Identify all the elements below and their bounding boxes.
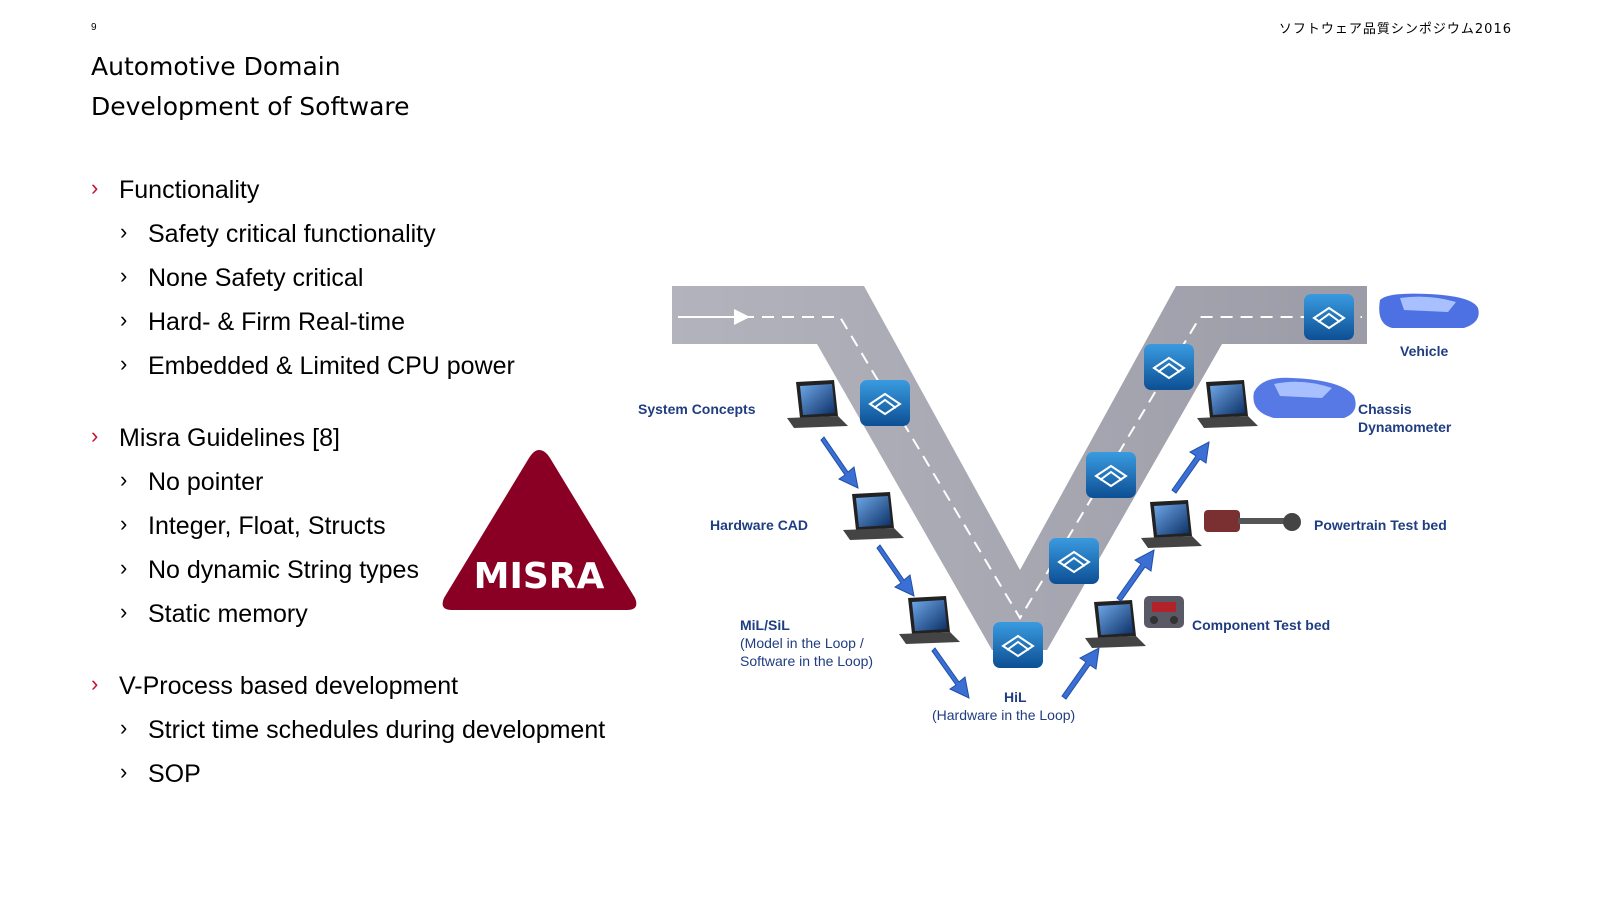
bullet-text: SOP xyxy=(148,760,201,788)
checkpoint-icon xyxy=(1304,294,1354,340)
label-mil-sil: MiL/SiL xyxy=(740,617,790,633)
chevron-right-icon: › xyxy=(120,467,128,492)
arrow-down-icon xyxy=(931,647,970,699)
label-dynamometer: Dynamometer xyxy=(1358,419,1452,435)
road-centre-line xyxy=(682,316,1362,620)
chevron-right-icon: › xyxy=(120,555,128,580)
label-hardware-cad: Hardware CAD xyxy=(710,517,809,533)
misra-logo-text: MISRA xyxy=(474,556,605,597)
powertrain-icon xyxy=(1204,510,1301,532)
bullet-section-functionality: › Functionality › Safety critical function… xyxy=(91,175,651,381)
laptop-icon xyxy=(899,596,960,644)
chassis-car-icon xyxy=(1253,377,1356,418)
chevron-right-icon: › xyxy=(91,671,99,696)
laptop-icon xyxy=(1141,500,1202,548)
chevron-right-icon: › xyxy=(120,219,128,244)
bullet-text: No pointer xyxy=(148,468,264,496)
bullet-level2: › SOP xyxy=(91,759,651,789)
chevron-right-icon: › xyxy=(120,599,128,624)
arrow-down-icon xyxy=(820,436,859,489)
chevron-right-icon: › xyxy=(120,351,128,376)
vehicle-car-icon xyxy=(1379,293,1479,328)
bullet-text: Integer, Float, Structs xyxy=(148,512,386,540)
bullet-level2: › Safety critical functionality xyxy=(91,219,651,249)
bullet-text: Embedded & Limited CPU power xyxy=(148,352,515,380)
bullet-level1: › V-Process based development xyxy=(91,671,651,701)
bullet-section-vprocess: › V-Process based development › Strict tim… xyxy=(91,671,651,789)
bullet-level2: › Integer, Float, Structs xyxy=(91,511,651,541)
bullet-level2: › None Safety critical xyxy=(91,263,651,293)
v-road xyxy=(672,286,1367,650)
bullet-section-misra: › Misra Guidelines [8] › No pointer › Integ… xyxy=(91,423,651,629)
bullet-text: Misra Guidelines [8] xyxy=(119,424,340,452)
bullet-text: V-Process based development xyxy=(119,672,459,700)
label-mil-sil-desc1: (Model in the Loop / xyxy=(740,635,864,651)
flow-arrows xyxy=(820,436,1210,700)
bullet-level2: › Embedded & Limited CPU power xyxy=(91,351,651,381)
checkpoint-icon xyxy=(860,380,910,426)
label-component-testbed: Component Test bed xyxy=(1192,617,1331,633)
v-road-graphic xyxy=(672,286,1479,700)
chevron-right-icon: › xyxy=(120,511,128,536)
bullet-text: Strict time schedules during development xyxy=(148,716,606,744)
chevron-right-icon: › xyxy=(120,715,128,740)
checkpoint-icon xyxy=(1086,452,1136,498)
bullet-level2: › No dynamic String types xyxy=(91,555,651,585)
label-powertrain-testbed: Powertrain Test bed xyxy=(1314,517,1447,533)
label-chassis: Chassis xyxy=(1358,401,1412,417)
laptop-icon xyxy=(843,492,904,540)
chevron-right-icon: › xyxy=(120,307,128,332)
arrow-up-icon xyxy=(1116,549,1155,602)
slide-title: Automotive Domain xyxy=(91,52,341,81)
label-mil-sil-desc2: Software in the Loop) xyxy=(740,653,874,669)
bullet-level2: › Strict time schedules during developmen… xyxy=(91,715,651,745)
engine-icon xyxy=(1144,596,1184,628)
bullet-text: Safety critical functionality xyxy=(148,220,436,248)
chevron-right-icon: › xyxy=(91,423,99,448)
checkpoint-icon xyxy=(1144,344,1194,390)
misra-triangle xyxy=(442,450,637,610)
chevron-right-icon: › xyxy=(91,175,99,200)
bullet-text: Functionality xyxy=(119,176,260,204)
bullet-level2: › No pointer xyxy=(91,467,651,497)
bullet-text: No dynamic String types xyxy=(148,556,419,584)
chevron-right-icon: › xyxy=(120,759,128,784)
bullet-level1: › Misra Guidelines [8] xyxy=(91,423,651,453)
checkpoint-icon xyxy=(1049,538,1099,584)
arrow-up-icon xyxy=(1171,441,1210,494)
label-system-concepts: System Concepts xyxy=(638,401,756,417)
v-process-diagram: System Concepts Hardware CAD MiL/SiL (Mo… xyxy=(638,280,1532,750)
bullet-text: None Safety critical xyxy=(148,264,364,292)
chevron-right-icon: › xyxy=(120,263,128,288)
laptop-icon xyxy=(1197,380,1258,428)
arrow-down-icon xyxy=(876,544,915,597)
checkpoint-icon xyxy=(993,622,1043,668)
misra-logo: MISRA xyxy=(442,450,637,610)
bullet-list: › Functionality › Safety critical function… xyxy=(91,175,651,831)
laptop-icon xyxy=(787,380,848,428)
label-vehicle: Vehicle xyxy=(1400,343,1449,359)
page-number: 9 xyxy=(91,22,97,33)
bullet-text: Static memory xyxy=(148,600,308,628)
bullet-level1: › Functionality xyxy=(91,175,651,205)
bullet-level2: › Static memory xyxy=(91,599,651,629)
event-name: ソフトウェア品質シンポジウム2016 xyxy=(1278,22,1512,37)
bullet-text: Hard- & Firm Real-time xyxy=(148,308,405,336)
label-hil-desc: (Hardware in the Loop) xyxy=(932,707,1076,723)
label-hil: HiL xyxy=(1004,689,1027,705)
slide-subtitle: Development of Software xyxy=(91,92,410,121)
bullet-level2: › Hard- & Firm Real-time xyxy=(91,307,651,337)
arrow-up-icon xyxy=(1061,647,1100,700)
laptop-icon xyxy=(1085,600,1146,648)
